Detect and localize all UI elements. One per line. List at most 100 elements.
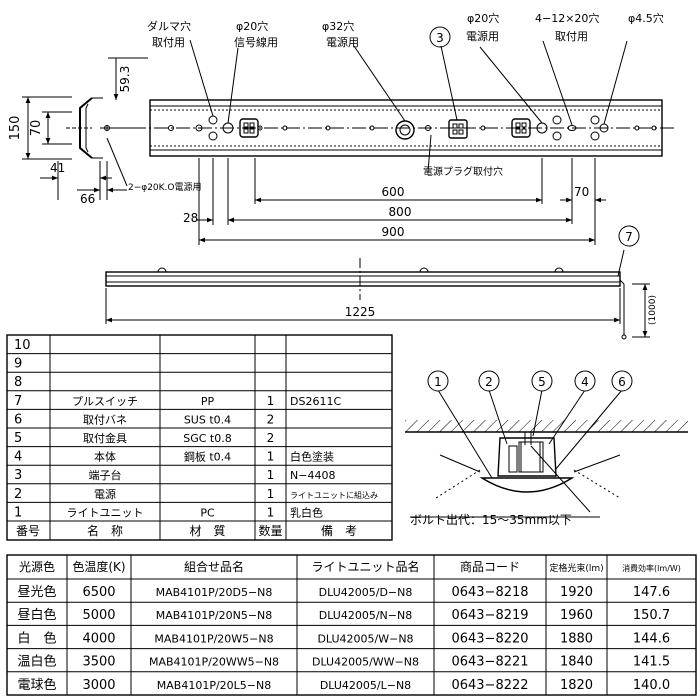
parts-cell: 1 <box>267 450 275 464</box>
parts-cell: 白色塗装 <box>290 450 334 464</box>
section-part-marker-number: 5 <box>538 375 546 389</box>
dim-59-3: 59.3 <box>118 66 132 93</box>
dim-70: 70 <box>29 120 44 137</box>
spec-cell: DLU42005/W−N8 <box>317 632 413 645</box>
spec-header-cell: 光源色 <box>19 560 55 574</box>
spec-header-cell: 商品コード <box>460 559 520 574</box>
spec-cell: 0643−8220 <box>451 631 528 646</box>
bolt-note: ボルト出代：15〜35mm以下 <box>410 513 572 527</box>
parts-cell: 9 <box>14 357 22 372</box>
svg-text:7: 7 <box>625 230 633 244</box>
end-profile <box>66 97 135 159</box>
section-part-marker <box>427 370 449 392</box>
spec-cell: 電球色 <box>17 677 56 693</box>
parts-cell: SUS t0.4 <box>184 413 231 426</box>
spec-header-cell: 色温度(K) <box>72 559 125 574</box>
phi32-hole-label: φ32穴 <box>322 19 354 33</box>
terminal-block-plug <box>448 119 468 139</box>
parts-header-cell: 備 考 <box>321 523 357 538</box>
parts-header-cell: 名 称 <box>87 523 123 538</box>
spec-table: 光源色色温度(K)組合せ品名ライトユニット品名商品コード定格光束(lm)消費効率… <box>6 554 697 696</box>
parts-cell: 2 <box>14 487 22 502</box>
parts-cell: 1 <box>267 487 275 501</box>
section-body <box>497 437 557 477</box>
spec-cell: DLU42005/WW−N8 <box>312 656 419 669</box>
section-view: 1 2 5 4 6 ボルト出代：15〜35mm以下 <box>405 370 688 527</box>
spec-cell: 0643−8218 <box>451 585 528 600</box>
spec-cell: 0643−8222 <box>451 678 528 693</box>
parts-cell: 4 <box>14 450 22 465</box>
section-part-marker <box>531 370 553 392</box>
spec-cell: 1880 <box>560 631 593 646</box>
slot-purpose: 取付用 <box>555 30 588 43</box>
parts-cell: 6 <box>14 412 22 427</box>
spec-cell: 0643−8221 <box>451 655 528 670</box>
parts-cell: 7 <box>14 394 22 409</box>
parts-cell: N−4408 <box>290 469 335 482</box>
spec-cell: 3000 <box>82 678 115 693</box>
dim-900: 900 <box>382 225 405 239</box>
dim-1000: (1000) <box>648 295 658 325</box>
parts-cell: 2 <box>267 431 275 445</box>
spec-cell: 144.6 <box>633 631 670 646</box>
connector-right <box>511 118 531 138</box>
spec-cell: 4000 <box>82 631 115 646</box>
spec-cell: 1820 <box>560 678 593 693</box>
svg-text:3: 3 <box>436 31 444 45</box>
parts-cell: 鋼板 t0.4 <box>184 450 231 464</box>
parts-cell: 1 <box>14 505 22 520</box>
dim-41: 41 <box>50 161 65 175</box>
spec-header-cell: 定格光束(lm) <box>549 562 603 574</box>
parts-cell: PP <box>201 395 215 408</box>
section-part-marker <box>478 370 500 392</box>
parts-cell: ライトユニット <box>67 506 144 519</box>
plan-view: 150 70 59.3 41 66 2−φ20K.O電源用 28 600 800 <box>8 11 675 245</box>
dim-600: 600 <box>382 185 405 199</box>
spec-cell: 1920 <box>560 585 593 600</box>
part-marker-3 <box>429 26 451 48</box>
parts-cell: 8 <box>14 375 22 390</box>
section-part-marker-number: 6 <box>618 375 626 389</box>
spec-cell: 昼白色 <box>17 607 56 623</box>
spec-cell: MAB4101P/20L5−N8 <box>157 679 271 692</box>
plug-hole-label: 電源プラグ取付穴 <box>423 165 503 178</box>
side-view: 7 (1000) 1225 <box>105 225 658 340</box>
spec-cell: 0643−8219 <box>451 608 528 623</box>
slot-label: 4−12×20穴 <box>535 11 599 25</box>
spec-cell: 1960 <box>560 608 593 623</box>
parts-header-cell: 材 質 <box>189 523 225 538</box>
section-part-marker-number: 2 <box>485 375 493 389</box>
spec-cell: 3500 <box>82 655 115 670</box>
phi20-power-hole-label: φ20穴 <box>467 11 499 25</box>
parts-cell: DS2611C <box>290 395 341 408</box>
dim-150: 150 <box>8 116 23 141</box>
spec-cell: 白 色 <box>17 630 56 646</box>
parts-cell: 2 <box>267 412 275 426</box>
section-part-marker-number: 1 <box>434 375 442 389</box>
parts-cell: 1 <box>267 394 275 408</box>
spec-cell: MAB4101P/20WW5−N8 <box>149 656 279 669</box>
phi20-signal-hole-purpose: 信号線用 <box>234 35 278 49</box>
spec-cell: DLU42005/D−N8 <box>319 586 413 599</box>
light-unit-cover <box>479 477 575 493</box>
spec-cell: 温白色 <box>17 654 56 670</box>
parts-cell: 5 <box>14 431 22 446</box>
section-part-marker-number: 4 <box>581 375 589 389</box>
parts-cell: 3 <box>14 468 22 483</box>
phi32-hole <box>395 120 415 140</box>
spec-cell: MAB4101P/20D5−N8 <box>156 586 273 599</box>
spec-cell: 141.5 <box>633 655 670 670</box>
parts-cell: プルスイッチ <box>72 395 138 408</box>
parts-cell: 端子台 <box>89 468 122 482</box>
spec-header-cell: 消費効率(lm/W) <box>622 563 681 573</box>
spec-header-cell: 組合せ品名 <box>184 559 244 574</box>
phi20-signal-hole-label: φ20穴 <box>236 19 268 33</box>
spec-cell: 140.0 <box>633 678 670 693</box>
spec-cell: 5000 <box>82 608 115 623</box>
parts-cell: 取付バネ <box>83 413 127 426</box>
section-part-marker <box>611 370 633 392</box>
phi32-hole-purpose: 電源用 <box>326 35 359 49</box>
part-marker-7 <box>618 225 640 247</box>
spec-cell: MAB4101P/20W5−N8 <box>154 632 273 645</box>
